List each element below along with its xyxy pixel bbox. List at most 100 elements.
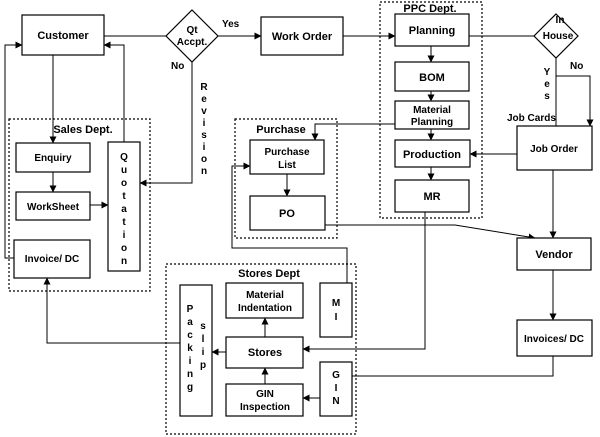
customer-node: Customer xyxy=(21,14,105,56)
vendor-label: Vendor xyxy=(535,249,573,261)
work-order-label: Work Order xyxy=(272,31,333,43)
label-revision: R e v i s i o n xyxy=(200,82,208,177)
label-job-cards: Job Cards xyxy=(507,113,556,124)
quotation-char: o xyxy=(121,243,127,254)
bom-label: BOM xyxy=(419,72,445,84)
mr-node: MR xyxy=(394,179,470,213)
label-yes-vertical: Y e s xyxy=(544,67,551,102)
vendor-node: Vendor xyxy=(516,237,592,271)
revision-char: o xyxy=(201,154,207,165)
packing-char: a xyxy=(187,317,193,328)
revision-char: e xyxy=(201,94,207,105)
invoices-dc-node: Invoices/ DC xyxy=(516,319,593,357)
invoice-dc-node: Invoice/ DC xyxy=(13,239,91,279)
edge-mi-purchaselist xyxy=(231,162,348,283)
label-no-left: No xyxy=(171,61,184,72)
quotation-char: i xyxy=(123,230,126,241)
revision-char: i xyxy=(203,142,206,153)
packing-char: k xyxy=(187,343,193,354)
yes-vertical-char: Y xyxy=(544,67,551,78)
packing-slip-node: P a c k i n g s l i p xyxy=(179,284,213,417)
material-planning-label-1: Material xyxy=(413,105,451,116)
mi-node: M I xyxy=(319,282,353,338)
purchase-list-node: Purchase List xyxy=(249,139,325,175)
bom-node: BOM xyxy=(394,61,470,92)
quotation-char: Q xyxy=(120,152,128,163)
packing-char: c xyxy=(187,330,193,341)
slip-char: p xyxy=(200,360,206,371)
label-yes-top: Yes xyxy=(222,19,240,30)
qt-accept-label-1: Qt xyxy=(186,25,198,36)
qt-accept-decision: Qt Accpt. xyxy=(165,9,219,63)
job-order-node: Job Order xyxy=(516,125,593,171)
purchase-group xyxy=(234,118,338,239)
gin-char: I xyxy=(335,383,338,394)
material-indentation-label-1: Material xyxy=(246,290,284,301)
worksheet-label: WorkSheet xyxy=(27,202,80,213)
label-no-right: No xyxy=(570,61,583,72)
yes-vertical-char: e xyxy=(544,79,550,90)
quotation-char: n xyxy=(121,256,127,267)
slip-char: i xyxy=(202,347,205,358)
qt-accept-label-2: Accpt. xyxy=(177,37,208,48)
material-planning-node: Material Planning xyxy=(394,100,470,130)
quotation-char: u xyxy=(121,165,127,176)
gin-inspection-label-2: Inspection xyxy=(240,402,290,413)
planning-label: Planning xyxy=(409,25,455,37)
packing-char: P xyxy=(187,304,194,315)
enquiry-label: Enquiry xyxy=(34,153,72,164)
po-label: PO xyxy=(279,208,295,220)
packing-char: g xyxy=(187,382,193,393)
edge-packing-invoice xyxy=(43,277,180,344)
in-house-label-2: House xyxy=(543,31,574,42)
quotation-char: t xyxy=(122,217,126,228)
work-order-node: Work Order xyxy=(260,16,344,56)
quotation-node: Q u o t a t i o n xyxy=(107,141,141,272)
stores-label: Stores xyxy=(248,347,282,359)
stores-dept-label: Stores Dept xyxy=(238,268,300,280)
purchase-list-label-1: Purchase xyxy=(264,147,309,158)
material-indentation-node: Material Indentation xyxy=(225,282,304,319)
revision-char: n xyxy=(201,166,207,177)
edge-invoice-customer xyxy=(4,41,23,259)
planning-node: Planning xyxy=(394,13,470,47)
material-planning-label-2: Planning xyxy=(411,117,453,128)
gin-char: N xyxy=(332,396,339,407)
stores-node: Stores xyxy=(225,336,304,369)
po-node: PO xyxy=(249,195,326,231)
packing-char: i xyxy=(189,356,192,367)
packing-char: n xyxy=(187,369,193,380)
mi-char: M xyxy=(332,298,340,309)
production-label: Production xyxy=(403,149,461,161)
job-order-label: Job Order xyxy=(530,144,578,155)
revision-char: v xyxy=(201,106,207,117)
sales-dept-label: Sales Dept. xyxy=(53,124,112,136)
mi-char: I xyxy=(335,312,338,323)
enquiry-node: Enquiry xyxy=(15,142,91,173)
invoices-dc-label: Invoices/ DC xyxy=(524,334,584,345)
revision-char: R xyxy=(200,82,208,93)
ppc-dept-group xyxy=(379,1,483,219)
gin-inspection-label-1: GIN xyxy=(256,389,274,400)
material-indentation-label-2: Indentation xyxy=(238,303,292,314)
revision-char: s xyxy=(201,130,207,141)
ppc-dept-label: PPC Dept. xyxy=(403,3,456,15)
edge-quotation-customer xyxy=(103,41,125,142)
edge-qt-quotation xyxy=(139,62,193,187)
customer-label: Customer xyxy=(37,30,89,42)
edge-invoices-gin xyxy=(344,356,554,380)
edge-po-vendor xyxy=(325,224,536,241)
mr-label: MR xyxy=(423,191,440,203)
gin-inspection-node: GIN Inspection xyxy=(225,383,304,417)
quotation-char: t xyxy=(122,191,126,202)
quotation-char: a xyxy=(121,204,127,215)
edge-mr-stores xyxy=(302,212,426,353)
worksheet-node: WorkSheet xyxy=(15,191,91,221)
gin-char: G xyxy=(332,370,340,381)
slip-char: s xyxy=(200,321,206,332)
edge-matplanning-purchaselist xyxy=(311,123,395,141)
slip-char: l xyxy=(202,334,205,345)
sales-dept-group xyxy=(8,118,151,292)
